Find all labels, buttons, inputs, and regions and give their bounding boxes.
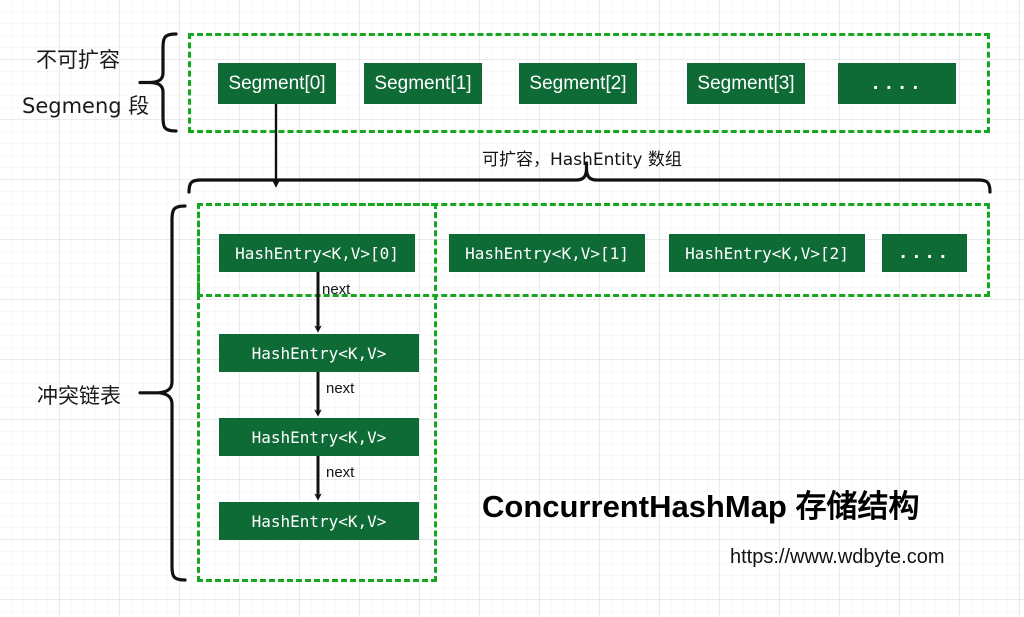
diagram-title: ConcurrentHashMap 存储结构 xyxy=(482,489,920,524)
hashentry-array-node-ellipsis: .... xyxy=(882,234,967,272)
chain-brace xyxy=(138,204,187,582)
segment-node-1[interactable]: Segment[1] xyxy=(364,63,482,104)
segment-array-container xyxy=(188,33,990,133)
hashentry-array-node-1[interactable]: HashEntry<K,V>[1] xyxy=(449,234,645,272)
chain-node-2[interactable]: HashEntry<K,V> xyxy=(219,502,419,540)
array-brace-label: 可扩容，HashEntity 数组 xyxy=(482,150,682,170)
hashentry-array-node-0[interactable]: HashEntry<K,V>[0] xyxy=(219,234,415,272)
chain-edge-label-2: next xyxy=(326,464,355,481)
segment-brace-label-line2: Segmeng 段 xyxy=(22,94,150,118)
chain-node-0[interactable]: HashEntry<K,V> xyxy=(219,334,419,372)
segment-node-ellipsis: .... xyxy=(838,63,956,104)
hashentry-bucket0-container xyxy=(197,203,437,582)
source-url: https://www.wdbyte.com xyxy=(730,546,945,568)
segment-node-2[interactable]: Segment[2] xyxy=(519,63,637,104)
segment-node-3[interactable]: Segment[3] xyxy=(687,63,805,104)
chain-node-1[interactable]: HashEntry<K,V> xyxy=(219,418,419,456)
segment-node-0[interactable]: Segment[0] xyxy=(218,63,336,104)
chain-edge-label-1: next xyxy=(326,380,355,397)
segment-brace-label-line1: 不可扩容 xyxy=(36,48,120,72)
chain-brace-label: 冲突链表 xyxy=(37,384,121,408)
chain-edge-label-0: next xyxy=(322,281,351,298)
hashentry-array-node-2[interactable]: HashEntry<K,V>[2] xyxy=(669,234,865,272)
